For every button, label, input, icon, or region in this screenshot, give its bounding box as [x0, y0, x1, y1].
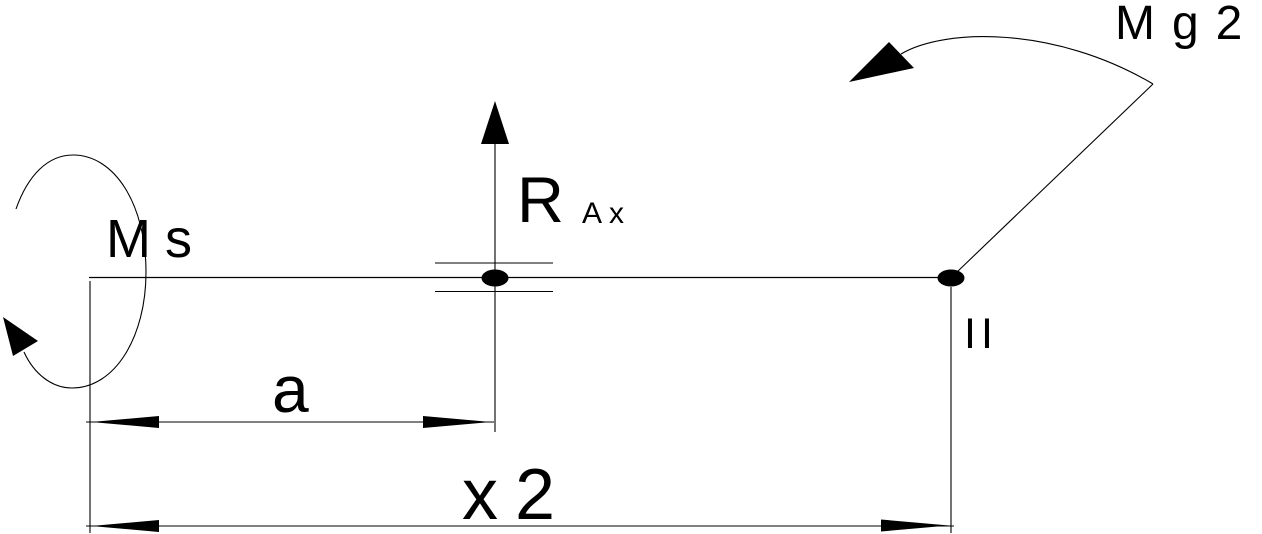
dim-a-label: a — [272, 352, 309, 426]
dim-x2-arrow-left-icon — [91, 520, 159, 532]
moment-right-leader-line — [956, 83, 1154, 273]
dim-a-arrow-left-icon — [91, 416, 159, 428]
moment-right-arrowhead-icon — [849, 42, 914, 82]
point-right-label: II — [964, 310, 998, 358]
reaction-label-subscript: Ax — [582, 197, 631, 230]
reaction-label: R — [517, 163, 564, 236]
dim-x2-arrow-right-icon — [881, 519, 949, 532]
dim-a-arrow-right-icon — [423, 416, 491, 428]
moment-left-arrowhead-icon — [3, 317, 38, 356]
moment-left-arc — [15, 154, 147, 389]
reaction-arrowhead-icon — [481, 101, 509, 144]
moment-left-label: Ms — [106, 209, 206, 269]
moment-right-arc — [900, 36, 1154, 85]
dim-x2-label: x2 — [462, 455, 572, 534]
beam-end-node-dot — [937, 269, 965, 287]
moment-right-label: Mg2 — [1115, 0, 1259, 50]
support-node-dot — [481, 269, 509, 287]
